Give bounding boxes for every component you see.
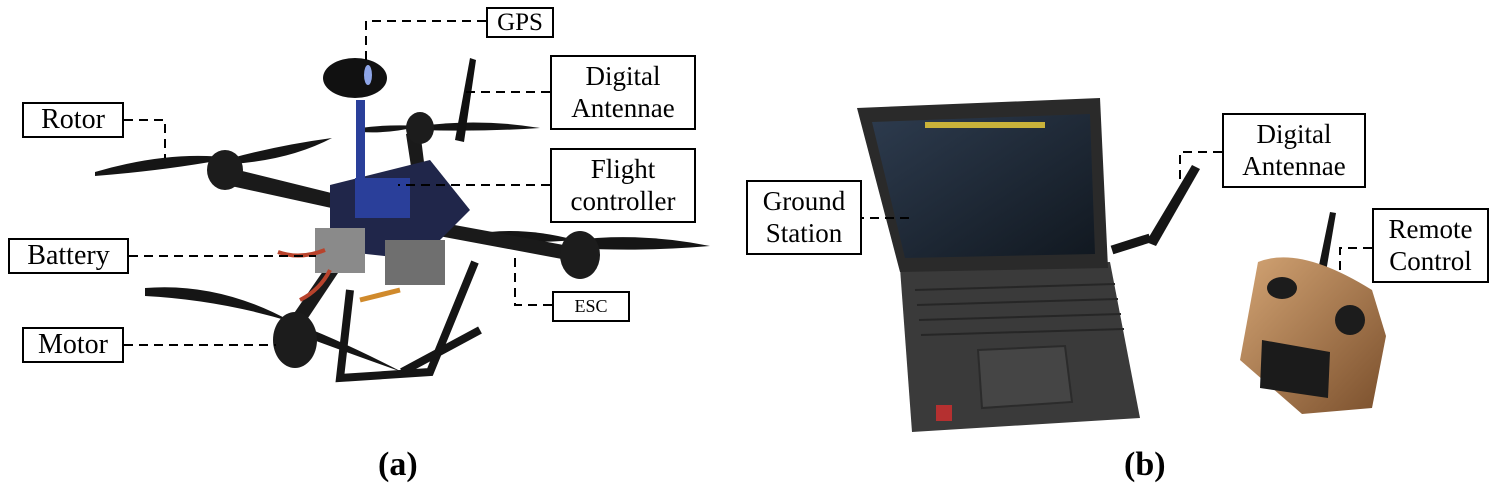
label-rotor-text: Rotor [41,104,105,136]
drone-antenna [455,58,476,142]
leader-gps [365,20,486,62]
label-motor-text: Motor [38,329,108,361]
rotor-blade [232,138,332,164]
label-line2: Control [1389,245,1472,276]
label-line1: Ground [762,185,846,216]
label-line2: Antennae [1242,150,1346,181]
leader-lines [124,20,1372,346]
label-line1: Remote [1388,213,1473,244]
caption-b: (b) [1124,446,1166,483]
rotor-blade [145,287,292,322]
remote-control-illustration [1240,212,1386,414]
usb-antenna [1146,165,1200,246]
esc-board [385,240,445,285]
label-flight-controller: Flight controller [550,148,696,223]
label-rotor: Rotor [22,102,124,138]
label-gps-text: GPS [497,8,543,36]
drone-wire [359,287,401,303]
label-battery-text: Battery [27,240,110,272]
label-line2: Antennae [571,92,675,123]
motor [406,112,434,144]
motor [273,312,317,368]
remote-antenna [1318,212,1336,272]
label-line1: Flight [590,153,656,184]
remote-screen [1260,340,1330,398]
leader-rotor [124,119,166,158]
label-digital-antennae-a: Digital Antennae [550,55,696,130]
remote-stick-right [1335,305,1365,335]
rotor-blade [420,122,540,131]
label-line2: Station [765,217,843,248]
motor [207,150,243,190]
label-ground-station: Ground Station [746,180,862,255]
drone-wire [299,269,332,302]
label-remote-control: Remote Control [1372,208,1489,283]
rotor-blade [575,237,710,250]
usb-antenna-cable [1110,233,1152,255]
label-line1: Digital [585,60,661,91]
remote-stick-left [1267,277,1297,299]
label-battery: Battery [8,238,129,274]
leader-esc [514,258,552,306]
label-esc-text: ESC [574,295,608,316]
motor [560,231,600,279]
laptop-screen [872,114,1095,258]
leader-remote-control [1339,247,1372,272]
touchpad [976,344,1074,410]
laptop-sticker [936,405,952,421]
laptop-illustration [857,98,1200,432]
label-digital-antennae-b: Digital Antennae [1222,113,1366,188]
gps-highlight [364,65,372,85]
label-gps: GPS [486,7,554,38]
rotor-blade [360,125,420,133]
screen-title-bar [925,122,1045,128]
caption-a: (a) [378,446,418,483]
label-line1: Digital [1256,118,1332,149]
gps-puck [323,58,387,98]
keyboard [914,283,1125,336]
leader-digital-antennae-b [1179,151,1222,180]
label-line2: controller [570,185,676,216]
label-motor: Motor [22,327,124,363]
gps-mast [356,100,365,188]
rotor-blade [95,155,232,176]
drone-illustration [95,58,710,383]
landing-gear [335,260,479,383]
landing-gear [400,326,482,376]
label-esc: ESC [552,291,630,322]
